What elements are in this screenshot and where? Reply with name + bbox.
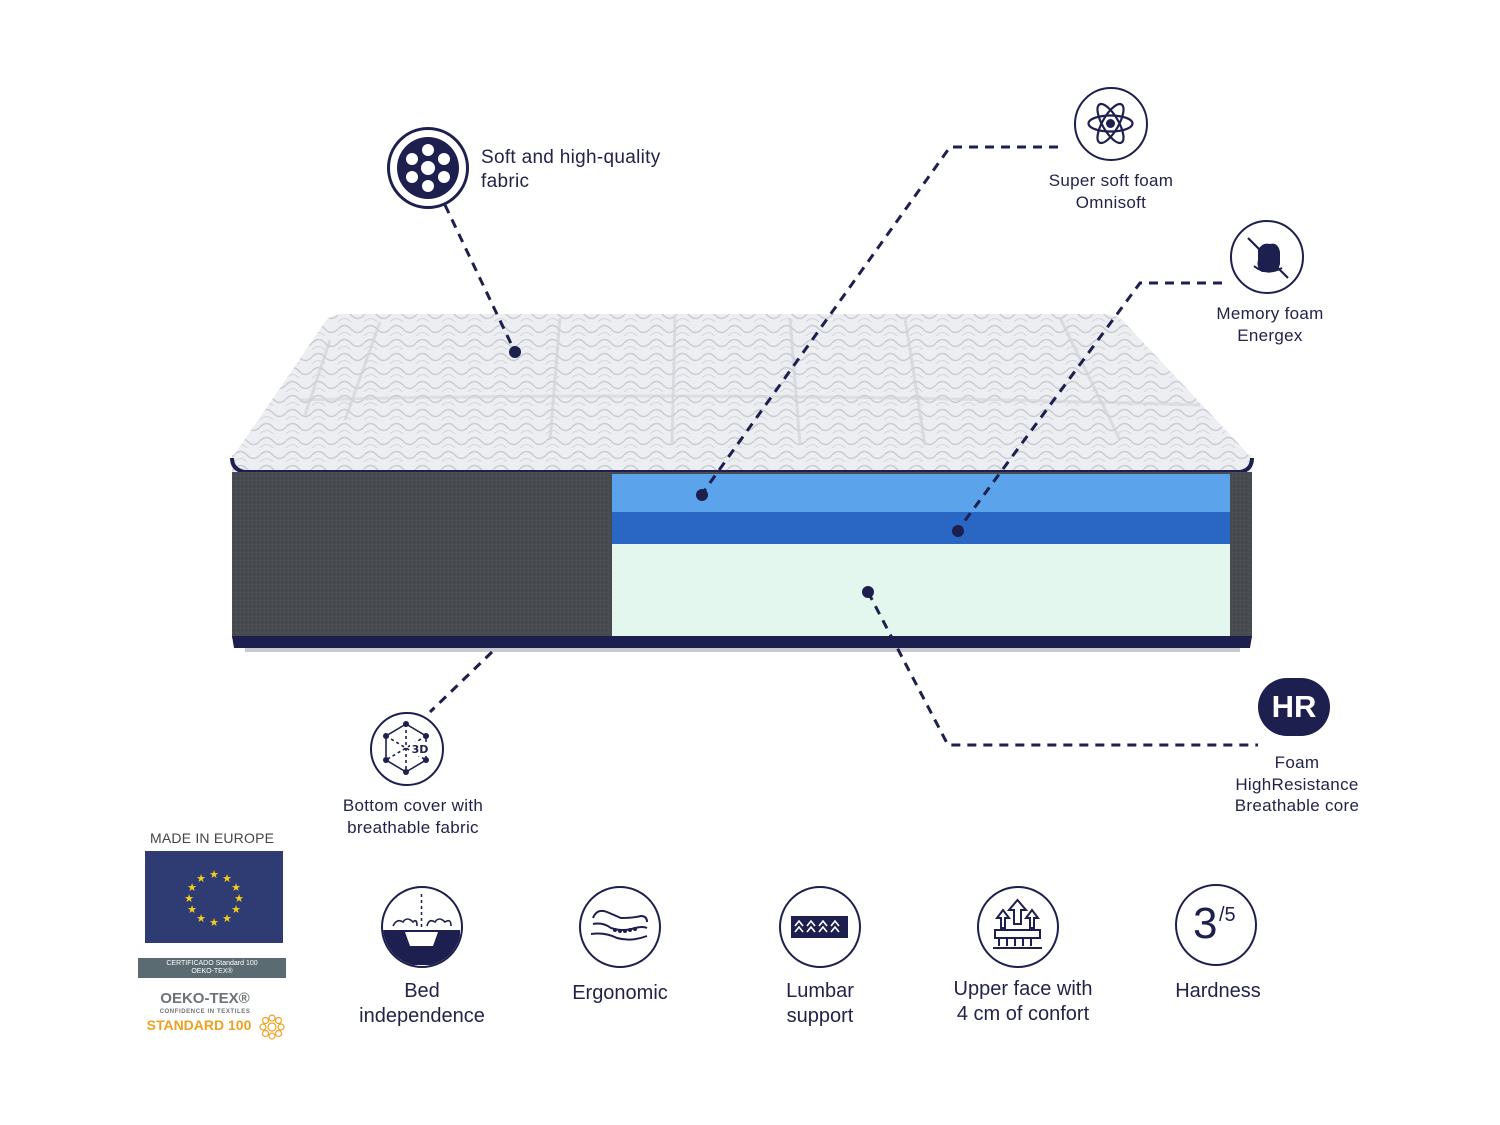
- lumbar-support-icon: [779, 886, 861, 968]
- svg-text:★: ★: [222, 872, 232, 885]
- mattress-top: [232, 314, 1252, 458]
- hr-callout-label: Foam HighResistance Breathable core: [1234, 753, 1360, 815]
- svg-text:★: ★: [209, 916, 219, 929]
- svg-text:★: ★: [234, 892, 244, 905]
- feature-label-ergonomic: Ergonomic: [572, 982, 668, 1004]
- oekotex-title: OEKO-TEX®: [160, 990, 250, 1007]
- svg-text:★: ★: [231, 881, 241, 894]
- atom-icon: [1074, 87, 1148, 161]
- oekotex-standard: STANDARD 100: [146, 1017, 252, 1033]
- oekotex-flower-icon: [258, 1013, 286, 1041]
- connector-hr: [866, 591, 1258, 747]
- svg-text:★: ★: [196, 872, 206, 885]
- svg-text:★: ★: [184, 892, 194, 905]
- svg-text:★: ★: [187, 881, 197, 894]
- svg-text:3D: 3D: [412, 743, 429, 756]
- hardness-value: 3: [1193, 899, 1218, 948]
- fabric-dots-icon: [387, 127, 469, 209]
- oekotex-subtitle: CONFIDENCE IN TEXTILES: [159, 1009, 251, 1015]
- superfoam-callout-label: Super soft foam Omnisoft: [1048, 171, 1174, 212]
- hardness-max: /5: [1219, 904, 1236, 926]
- bed-independence-icon: [381, 886, 463, 968]
- fabric-callout-label: Soft and high-quality fabric: [481, 147, 661, 192]
- dot-memory: [952, 525, 964, 537]
- eu-flag: ★★★ ★★★ ★★★ ★★★: [145, 851, 283, 943]
- svg-text:★: ★: [222, 912, 232, 925]
- svg-text:★: ★: [209, 868, 219, 881]
- svg-text:★: ★: [187, 903, 197, 916]
- mattress-front-top-band: [232, 455, 1252, 472]
- feature-label-hardness: Hardness: [1175, 980, 1261, 1002]
- dot-hr: [862, 586, 874, 598]
- connector-fabric: [443, 204, 517, 353]
- hardness-icon: 3 /5: [1175, 884, 1257, 966]
- foam-layer-hr-core: [612, 544, 1230, 636]
- memory-callout-label: Memory foam Energex: [1216, 304, 1324, 345]
- hand-press-icon: [1230, 220, 1304, 294]
- eu-stars-icon: ★★★ ★★★ ★★★ ★★★: [184, 868, 244, 929]
- made-in-europe-label: MADE IN EUROPE: [150, 830, 275, 846]
- svg-text:★: ★: [196, 912, 206, 925]
- oekotex-certificado-banner: CERTIFICADO Standard 100 OEKO-TEX®: [138, 958, 286, 978]
- hr-badge: HR: [1258, 678, 1330, 736]
- connector-memory: [956, 281, 1222, 531]
- dot-superfoam: [696, 489, 708, 501]
- foam-layer-energex: [612, 512, 1230, 544]
- 3d-cube-icon: 3D: [370, 712, 444, 786]
- dot-fabric: [509, 346, 521, 358]
- connector-superfoam: [700, 145, 1058, 495]
- bottom-callout-label: Bottom cover with breathable fabric: [342, 796, 484, 837]
- foam-layer-omnisoft: [612, 474, 1230, 512]
- upper-face-icon: [977, 886, 1059, 968]
- ergonomic-icon: [579, 886, 661, 968]
- connector-bottom: [428, 650, 494, 714]
- svg-text:★: ★: [231, 903, 241, 916]
